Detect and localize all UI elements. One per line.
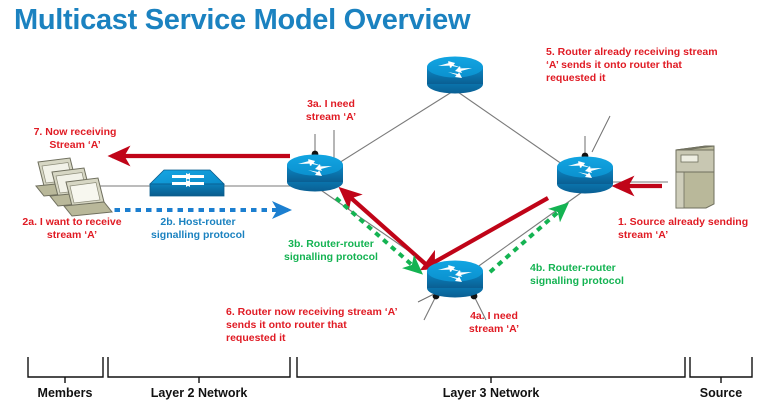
annotation-2b: 2b. Host-router signalling protocol (151, 216, 245, 241)
annotation-2a: 2a. I want to receive stream ‘A’ (22, 216, 122, 241)
annotation-1: 1. Source already sending stream ‘A’ (618, 216, 749, 241)
annotation-4b: 4b. Router-router signalling protocol (530, 262, 624, 287)
annotation-5: 5. Router already receiving stream ‘A’ s… (546, 46, 718, 84)
signalling-arrows-green (334, 196, 570, 275)
annotation-3b: 3b. Router-router signalling protocol (284, 238, 378, 263)
arrow-left-to-bottom-green (334, 196, 424, 275)
page-title: Multicast Service Model Overview (14, 4, 471, 36)
member-hosts-icon (35, 157, 113, 217)
bracket-label-members: Members (37, 386, 93, 400)
section-brackets (27, 357, 753, 383)
router-right-icon (557, 156, 613, 194)
annotation-4a: 4a. I need stream ‘A’ (468, 310, 520, 335)
bracket-label-layer3: Layer 3 Network (442, 386, 540, 400)
arrow-right-router-to-bottom (419, 196, 550, 271)
router-top-icon (427, 56, 483, 94)
arrow-bottom-to-right-green (488, 202, 570, 274)
annotation-3a: 3a. I need stream ‘A’ (305, 98, 357, 123)
annotation-6: 6. Router now receiving stream ‘A’ sends… (226, 306, 398, 344)
bracket-label-layer2: Layer 2 Network (150, 386, 248, 400)
source-server-icon (675, 145, 715, 209)
router-left-icon (287, 154, 343, 192)
layer2-switch-icon (149, 169, 225, 197)
bracket-label-source: Source (699, 386, 743, 400)
router-bottom-icon (427, 260, 483, 298)
annotation-7: 7. Now receiving Stream ‘A’ (33, 126, 117, 151)
